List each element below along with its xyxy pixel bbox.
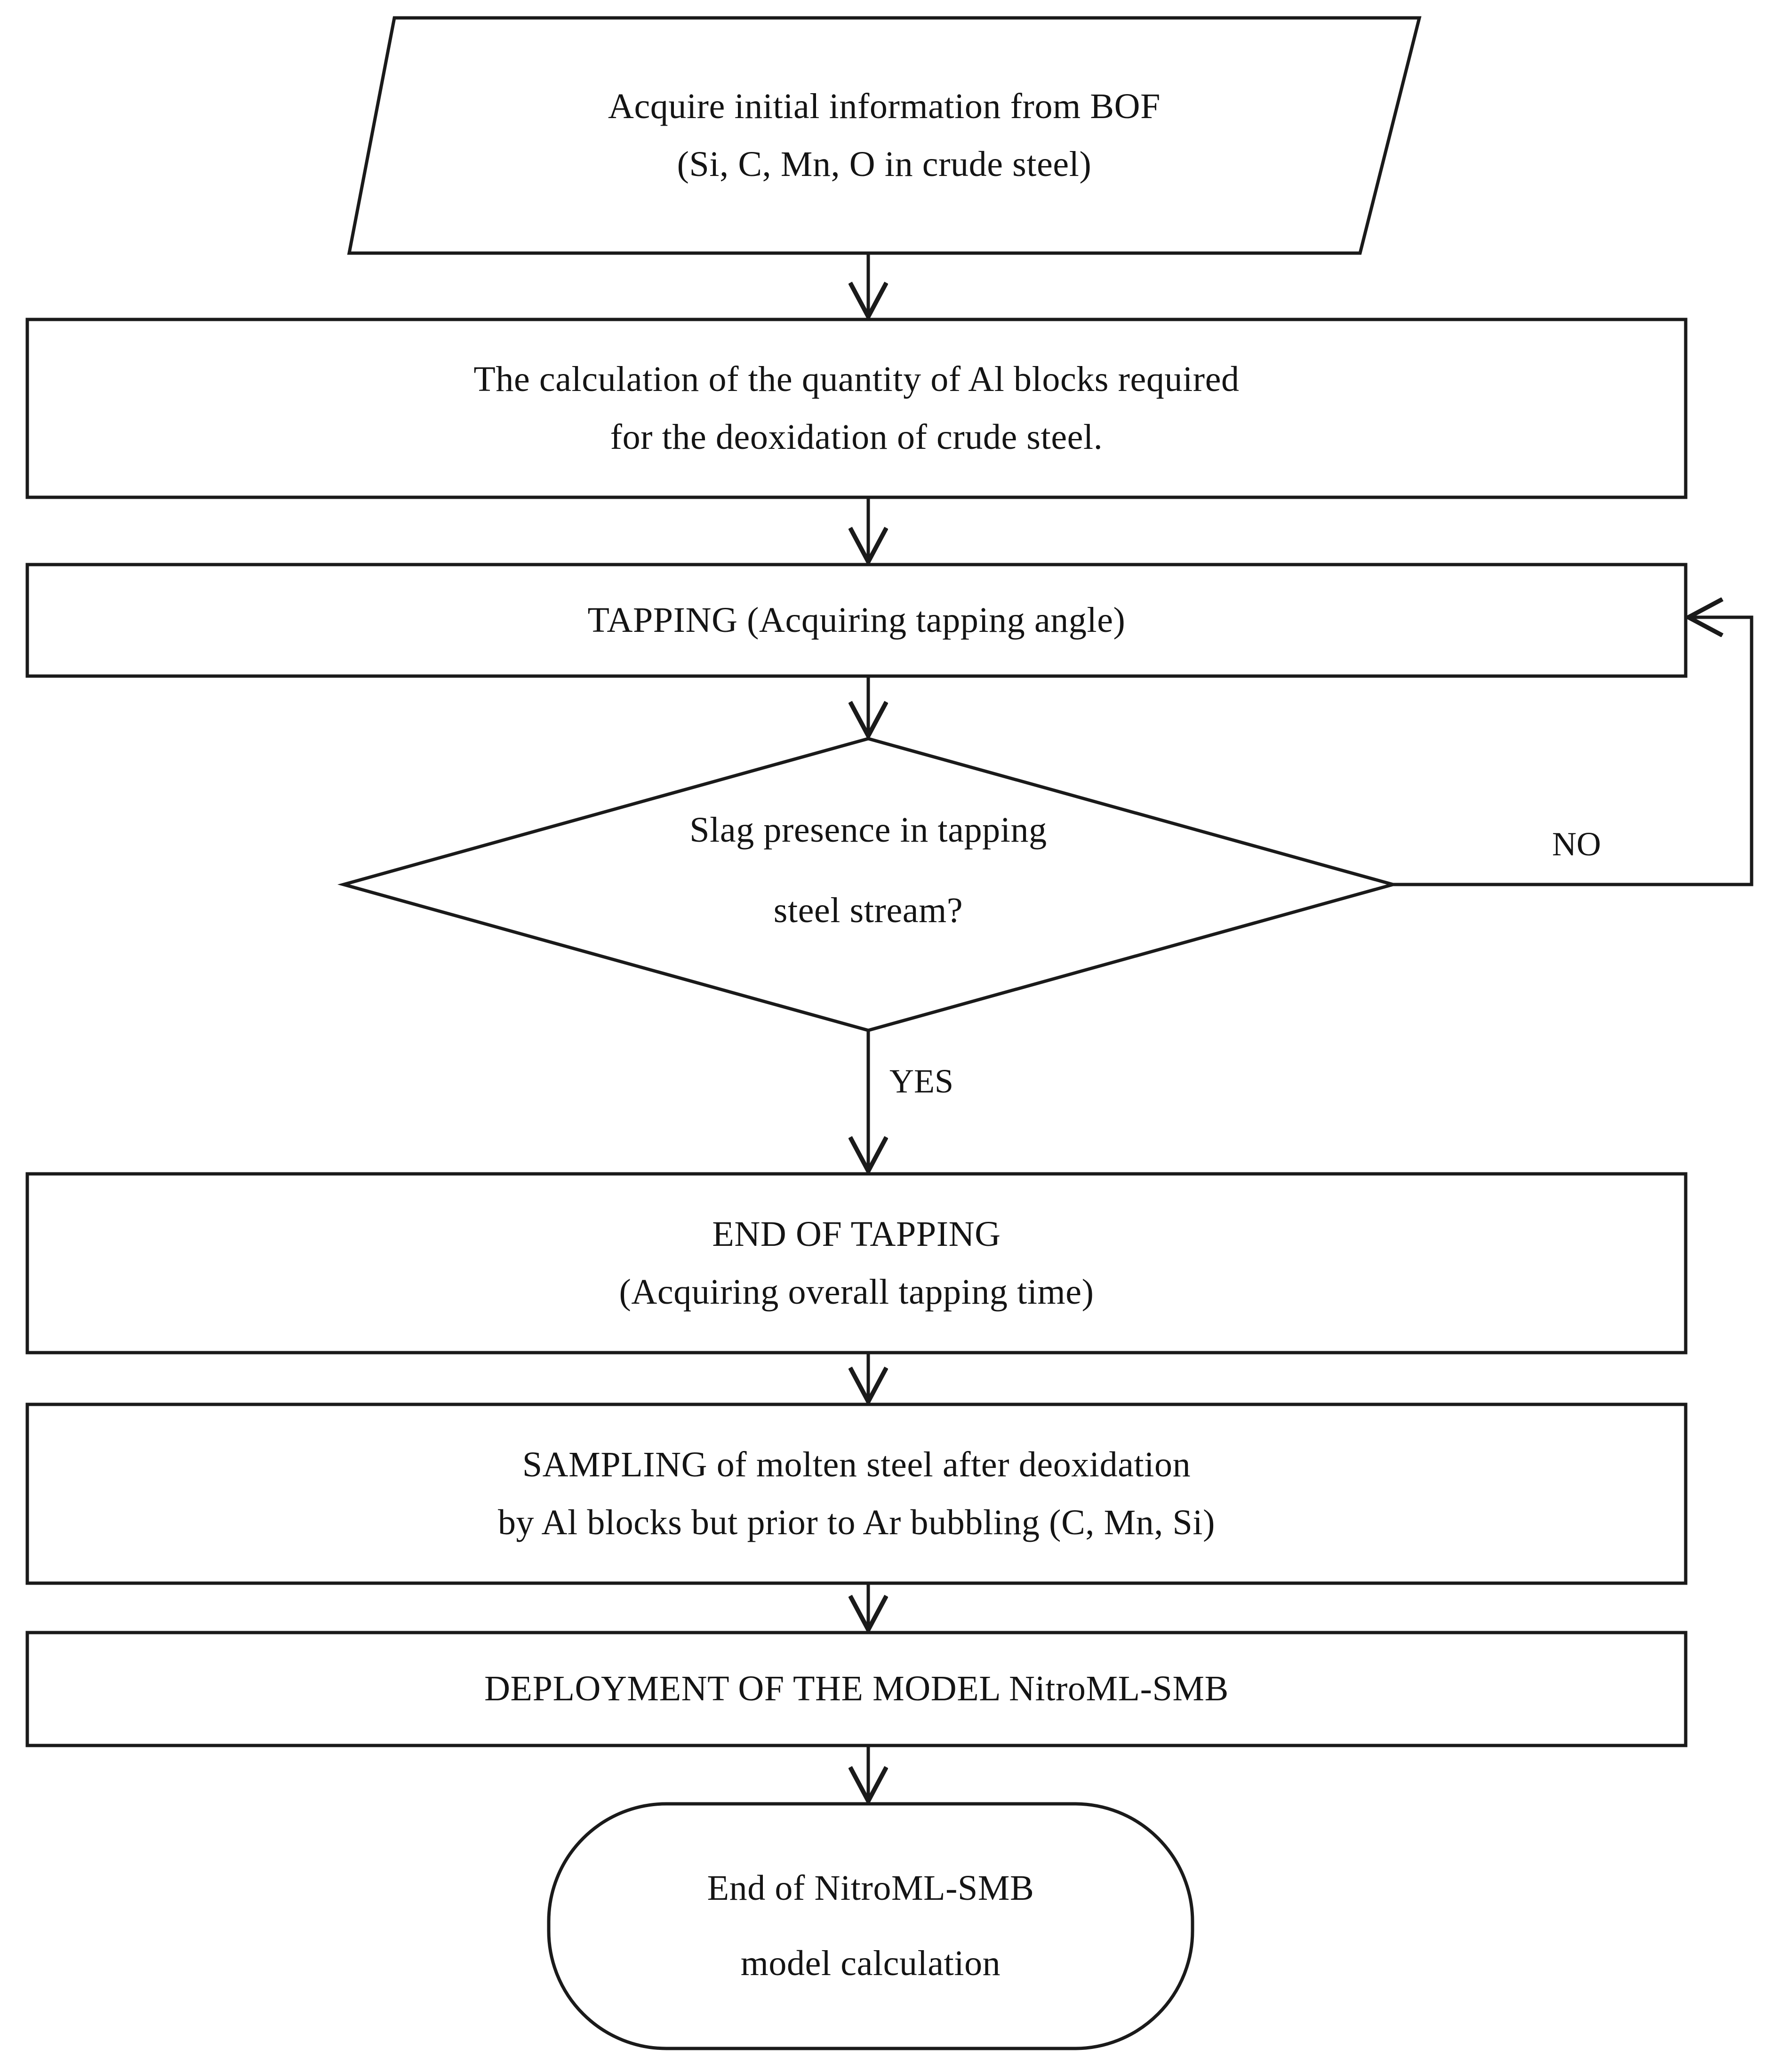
- node-calculate-al-blocks-shape: [25, 318, 1688, 499]
- node-acquire-initial-information-shape: [347, 16, 1422, 255]
- node-end-terminator-shape: [547, 1802, 1194, 2050]
- edge-decision-no-loop-to-tapping: [1393, 617, 1753, 886]
- edge-label-no: NO: [1552, 825, 1601, 863]
- node-end-of-tapping-shape: [25, 1172, 1688, 1355]
- node-slag-presence-decision-shape: [337, 737, 1400, 1032]
- node-sampling-shape: [25, 1403, 1688, 1585]
- edge-label-yes: YES: [889, 1062, 954, 1100]
- node-deployment-shape: [25, 1631, 1688, 1747]
- node-tapping-shape: [25, 563, 1688, 678]
